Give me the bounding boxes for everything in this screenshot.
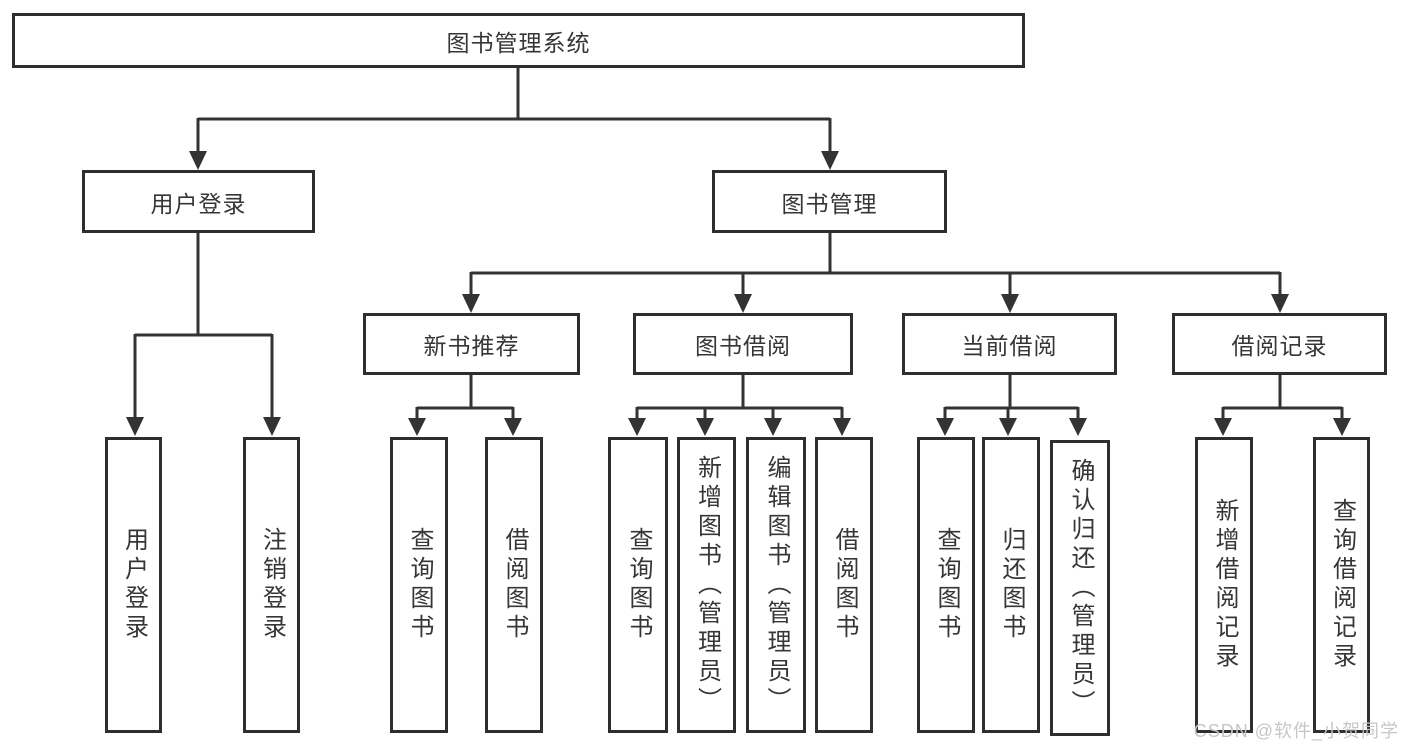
arrowhead-icons	[126, 151, 1351, 436]
node-label: 查询图书	[625, 527, 652, 643]
leaf-return-books: 归还图书	[982, 437, 1040, 733]
leaf-logout: 注销登录	[243, 437, 300, 733]
csdn-watermark: CSDN @软件_小贺同学	[1193, 721, 1399, 741]
node-label: 查询借阅记录	[1328, 498, 1356, 672]
node-label: 注销登录	[258, 527, 286, 643]
node-label: 查询图书	[933, 527, 960, 643]
leaf-confirm-return-admin: 确认归还（管理员）	[1050, 440, 1110, 736]
node-book-management: 图书管理	[712, 170, 947, 233]
node-label: 新书推荐	[423, 333, 520, 359]
node-label: 图书借阅	[695, 333, 791, 359]
node-book-borrowing: 图书借阅	[633, 313, 853, 375]
node-label: 图书管理	[781, 190, 878, 217]
node-new-book-recommend: 新书推荐	[363, 313, 580, 375]
node-current-borrowing: 当前借阅	[902, 313, 1117, 375]
node-label: 借阅记录	[1231, 333, 1328, 359]
leaf-query-books-recommend: 查询图书	[390, 437, 448, 733]
node-label: 用户登录	[120, 527, 148, 643]
node-label: 归还图书	[998, 527, 1025, 643]
leaf-query-borrow-record: 查询借阅记录	[1313, 437, 1370, 733]
node-label: 借阅图书	[501, 527, 528, 643]
node-label: 用户登录	[150, 190, 247, 217]
node-user-login: 用户登录	[82, 170, 315, 233]
leaf-borrow-books-recommend: 借阅图书	[485, 437, 543, 733]
node-label: 编辑图书（管理员）	[763, 454, 790, 716]
leaf-add-books-admin: 新增图书（管理员）	[677, 437, 736, 733]
leaf-edit-books-admin: 编辑图书（管理员）	[746, 437, 806, 733]
node-label: 当前借阅	[961, 333, 1058, 359]
node-root-system: 图书管理系统	[12, 13, 1025, 68]
node-label: 新增图书（管理员）	[693, 454, 721, 716]
node-borrowing-records: 借阅记录	[1172, 313, 1387, 375]
node-label: 新增借阅记录	[1211, 498, 1238, 672]
node-label: 确认归还（管理员）	[1067, 457, 1094, 719]
leaf-borrow-books: 借阅图书	[815, 437, 873, 733]
leaf-user-login: 用户登录	[105, 437, 162, 733]
node-label: 图书管理系统	[446, 29, 591, 56]
leaf-query-books-borrow: 查询图书	[608, 437, 668, 733]
node-label: 借阅图书	[831, 527, 858, 643]
leaf-query-books-current: 查询图书	[917, 437, 975, 733]
leaf-add-borrow-record: 新增借阅记录	[1195, 437, 1253, 733]
node-label: 查询图书	[406, 527, 433, 643]
